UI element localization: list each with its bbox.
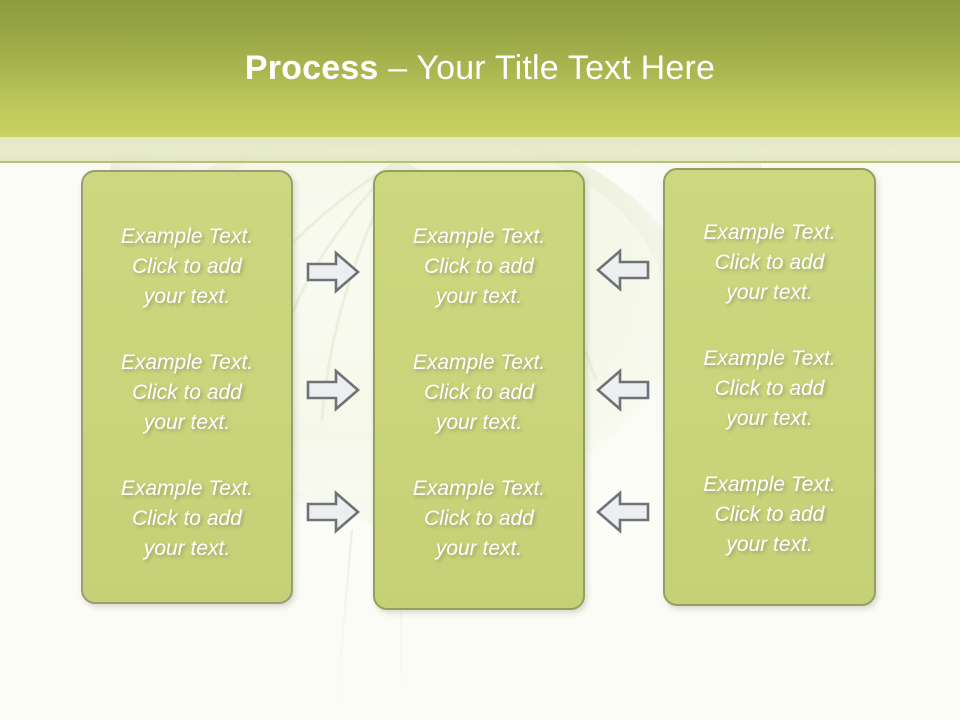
arrow-left-icon — [595, 247, 651, 293]
arrow-right-icon — [305, 489, 361, 535]
process-box-three[interactable]: Example Text. Click to add your text. Ex… — [663, 168, 876, 606]
process-text-block[interactable]: Example Text. Click to add your text. — [703, 221, 836, 304]
process-text-block[interactable]: Example Text. Click to add your text. — [412, 225, 546, 308]
process-text-block[interactable]: Example Text. Click to add your text. — [703, 473, 836, 556]
header-underband — [0, 137, 960, 163]
page-title-bold: Process — [244, 49, 379, 87]
page-title: Process – Your Title Text Here — [0, 48, 960, 88]
arrow-left-icon — [595, 489, 651, 535]
process-box-one[interactable]: Example Text. Click to add your text. Ex… — [81, 170, 293, 604]
header-divider-rule — [0, 161, 960, 163]
process-box-two[interactable]: Example Text. Click to add your text. Ex… — [373, 170, 585, 610]
page-title-rest: – Your Title Text Here — [378, 49, 716, 87]
process-text-block[interactable]: Example Text. Click to add your text. — [412, 351, 546, 434]
process-text-block[interactable]: Example Text. Click to add your text. — [412, 477, 546, 560]
process-text-block[interactable]: Example Text. Click to add your text. — [120, 477, 254, 560]
process-text-block[interactable]: Example Text. Click to add your text. — [703, 347, 836, 430]
process-text-block[interactable]: Example Text. Click to add your text. — [120, 225, 254, 308]
process-text-block[interactable]: Example Text. Click to add your text. — [120, 351, 254, 434]
arrow-right-icon — [305, 367, 361, 413]
arrow-left-icon — [595, 367, 651, 413]
arrow-right-icon — [305, 249, 361, 295]
